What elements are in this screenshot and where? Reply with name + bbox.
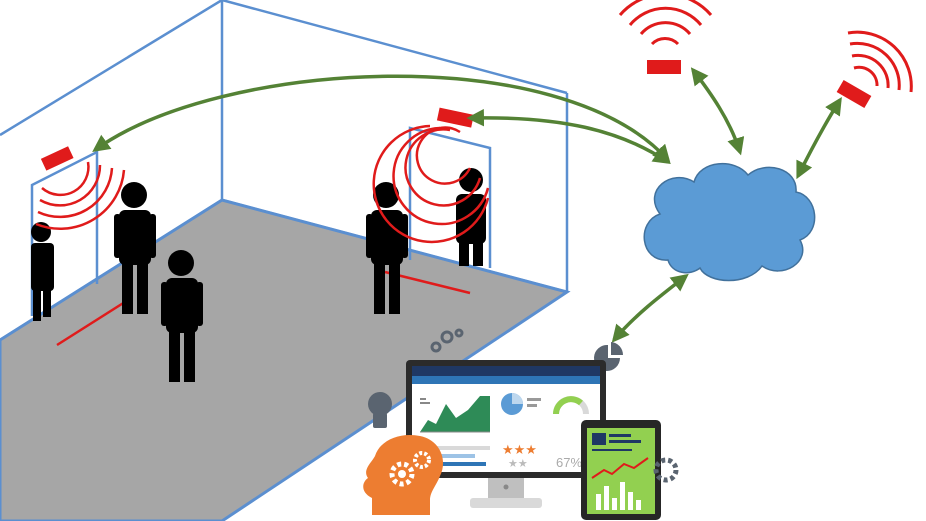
svg-text:★★★: ★★★ bbox=[502, 443, 537, 458]
arrow-cloud-right-sensor bbox=[466, 108, 671, 164]
left-door-sensor bbox=[35, 146, 126, 231]
area-chart-icon bbox=[420, 396, 490, 433]
person-5 bbox=[456, 168, 486, 266]
tablet-trend-line bbox=[591, 457, 649, 479]
arrow-cloud-tag2 bbox=[796, 97, 842, 180]
gears-icon bbox=[430, 328, 464, 353]
dashboard-tablet bbox=[581, 420, 661, 520]
svg-text:★★: ★★ bbox=[508, 457, 528, 470]
wireless-tag-1 bbox=[618, 0, 713, 74]
person-4 bbox=[366, 182, 408, 314]
wireless-tag-2 bbox=[836, 30, 913, 109]
arrow-cloud-left-sensor bbox=[92, 74, 671, 163]
person-3 bbox=[161, 250, 203, 382]
left-door-beam bbox=[56, 298, 129, 347]
head-gears-icon bbox=[363, 434, 444, 515]
rating-stars-icon: ★★★ ★★ bbox=[502, 443, 537, 470]
person-2 bbox=[114, 182, 156, 314]
percent-label: 67% bbox=[556, 455, 582, 470]
gauge-icon bbox=[553, 396, 589, 415]
progress-bars-icon bbox=[420, 446, 490, 466]
cloud-icon bbox=[643, 162, 816, 282]
dashboard-monitor: ★★★ ★★ 67% bbox=[406, 360, 606, 508]
person-1 bbox=[31, 222, 54, 321]
pie-chart-panel-icon bbox=[501, 393, 541, 415]
data-flow-arrows bbox=[92, 67, 842, 343]
gear-icon bbox=[653, 457, 679, 483]
arrow-cloud-tag1 bbox=[690, 67, 745, 156]
tablet-bar-chart-icon bbox=[596, 482, 641, 510]
lightbulb-icon bbox=[368, 392, 392, 428]
right-door-sensor bbox=[372, 107, 490, 244]
arrow-cloud-dashboard bbox=[611, 273, 689, 343]
